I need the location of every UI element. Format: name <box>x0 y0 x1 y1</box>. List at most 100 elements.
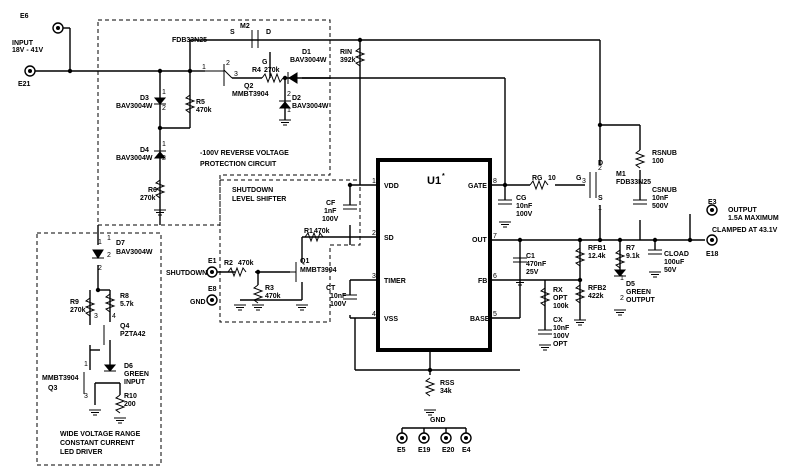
label-38: VDD <box>384 183 399 190</box>
label-62: OUTPUT <box>728 207 758 214</box>
label-103: R9 <box>70 299 79 306</box>
label-49: 10nF <box>516 203 533 210</box>
label-94: R3 <box>265 285 274 292</box>
pin-number-20: 2 <box>162 105 166 112</box>
pin-number-10: 3 <box>234 71 238 78</box>
label-73: CLOAD <box>664 251 689 258</box>
label-80: OPT <box>553 295 568 302</box>
label-99: 10nF <box>330 293 347 300</box>
label-118: LED DRIVER <box>60 449 102 456</box>
label-121: GND <box>430 417 446 424</box>
pin-number-7: 5 <box>493 311 497 318</box>
label-17: D2 <box>292 95 301 102</box>
label-116: WIDE VOLTAGE RANGE <box>60 431 141 438</box>
label-40: TIMER <box>384 278 406 285</box>
label-50: 100V <box>516 211 533 218</box>
label-78: OUTPUT <box>626 297 656 304</box>
label-19: D3 <box>140 95 149 102</box>
pin-number-25: 2 <box>598 165 602 172</box>
label-27: -100V REVERSE VOLTAGE <box>200 150 289 157</box>
label-8: G <box>262 59 268 66</box>
wiring <box>30 27 705 405</box>
label-41: VSS <box>384 316 398 323</box>
label-91: 470k <box>238 260 254 267</box>
pin-number-9: 2 <box>226 60 230 67</box>
label-11: RIN <box>340 49 352 56</box>
label-82: RFB2 <box>588 285 606 292</box>
label-85: 10nF <box>553 325 570 332</box>
label-60: 500V <box>652 203 669 210</box>
label-93: MMBT3904 <box>300 267 337 274</box>
pin-number-12: 2 <box>98 265 102 272</box>
label-97: GND <box>190 299 206 306</box>
label-110: GREEN <box>124 371 149 378</box>
label-1: INPUT <box>12 40 34 47</box>
pin-number-14: 4 <box>112 313 116 320</box>
label-7: D <box>266 29 271 36</box>
pin-number-18: 2 <box>107 252 111 259</box>
pin-number-21: 1 <box>162 141 166 148</box>
diodes <box>92 72 627 372</box>
label-58: CSNUB <box>652 187 677 194</box>
label-18: BAV3004W <box>292 103 329 110</box>
label-92: Q1 <box>300 258 309 265</box>
pin-number-6: 6 <box>493 273 497 280</box>
label-46: RG <box>532 175 543 182</box>
label-105: R8 <box>120 293 129 300</box>
label-104: 270k <box>70 307 86 314</box>
pin-number-19: 1 <box>162 89 166 96</box>
label-84: CX <box>553 317 563 324</box>
label-22: 470k <box>196 107 212 114</box>
junction-dots <box>67 37 693 373</box>
label-13: R4 <box>252 67 261 74</box>
transistors <box>83 30 597 394</box>
label-16: MMBT3904 <box>232 91 269 98</box>
label-117: CONSTANT CURRENT <box>60 440 135 447</box>
pin-number-26: 1 <box>598 205 602 212</box>
label-57: 100 <box>652 158 664 165</box>
label-36: U1 <box>427 175 441 187</box>
label-75: 50V <box>664 267 677 274</box>
label-112: MMBT3904 <box>42 375 79 382</box>
label-12: 392k <box>340 57 356 64</box>
label-29: SHUTDOWN <box>232 187 273 194</box>
pin-number-22: 2 <box>162 155 166 162</box>
label-5: FDB33N25 <box>172 37 207 44</box>
label-10: BAV3004W <box>290 57 327 64</box>
label-4: M2 <box>240 23 250 30</box>
label-37: * <box>442 173 445 180</box>
led-driver-box <box>36 232 162 466</box>
label-55: S <box>598 195 603 202</box>
label-35: 470k <box>314 228 330 235</box>
label-88: SHUTDOWN <box>166 270 207 277</box>
label-124: E20 <box>442 447 455 454</box>
label-47: 10 <box>548 175 556 182</box>
label-120: 34k <box>440 388 452 395</box>
label-9: D1 <box>302 49 311 56</box>
label-45: BASE <box>470 316 490 323</box>
pin-number-13: 3 <box>94 313 98 320</box>
pin-number-24: 1 <box>287 107 291 114</box>
capacitors <box>343 199 662 335</box>
label-53: G <box>576 175 582 182</box>
label-95: 470k <box>265 293 281 300</box>
label-90: R2 <box>224 260 233 267</box>
label-33: 100V <box>322 216 339 223</box>
label-72: 9.1k <box>626 253 640 260</box>
label-76: D5 <box>626 281 635 288</box>
label-122: E5 <box>397 447 406 454</box>
label-123: E19 <box>418 447 431 454</box>
label-101: D7 <box>116 240 125 247</box>
label-23: D4 <box>140 147 149 154</box>
label-81: 100k <box>553 303 569 310</box>
pin-number-27: 3 <box>582 178 586 185</box>
label-28: PROTECTION CIRCUIT <box>200 161 277 168</box>
pin-number-23: 2 <box>287 91 291 98</box>
label-83: 422k <box>588 293 604 300</box>
label-108: PZTA42 <box>120 331 146 338</box>
label-39: SD <box>384 235 394 242</box>
label-64: CLAMPED AT 43.1V <box>712 227 778 234</box>
label-89: E1 <box>208 258 217 265</box>
pin-number-3: 4 <box>372 311 376 318</box>
